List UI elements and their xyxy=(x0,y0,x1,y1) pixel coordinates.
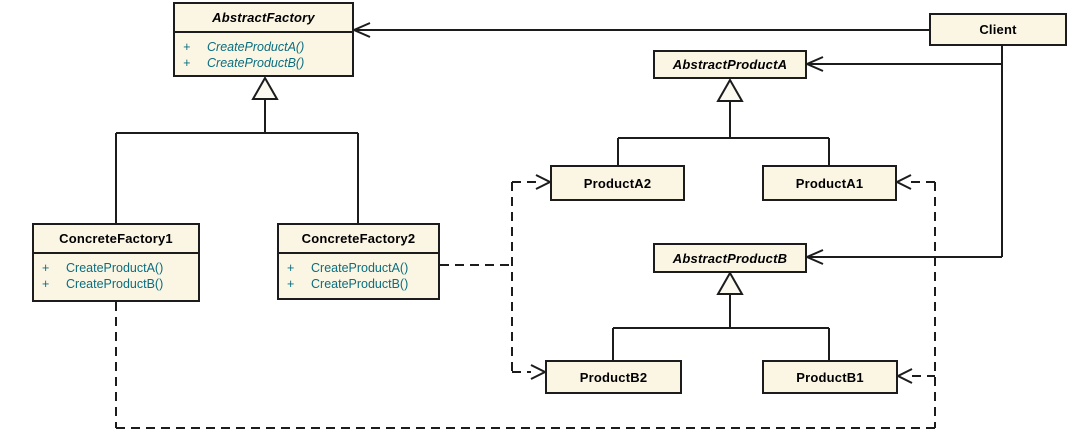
association-client-abstractfactory xyxy=(351,22,929,38)
class-box-producta1: ProductA1 xyxy=(762,165,897,201)
class-name: AbstractFactory xyxy=(175,4,352,33)
generalization-factories xyxy=(115,99,359,223)
class-name: ProductA2 xyxy=(583,175,652,191)
association-client-abstractproductb xyxy=(804,249,1002,265)
class-box-concretefactory1: ConcreteFactory1 + CreateProductA() + Cr… xyxy=(32,223,200,302)
class-box-abstractproducta: AbstractProductA xyxy=(653,50,807,79)
method-createproductb: + CreateProductB() xyxy=(183,56,305,70)
class-box-productb1: ProductB1 xyxy=(762,360,898,394)
class-box-producta2: ProductA2 xyxy=(550,165,685,201)
class-box-abstractproductb: AbstractProductB xyxy=(653,243,807,273)
method-createproducta: + CreateProductA() xyxy=(183,40,305,54)
open-arrowhead-icon xyxy=(530,364,548,380)
hollow-triangle-icon xyxy=(716,270,744,295)
open-arrowhead-icon xyxy=(804,56,824,72)
method-compartment: + CreateProductA() + CreateProductB() xyxy=(34,254,198,296)
class-box-abstractfactory: AbstractFactory + CreateProductA() + Cre… xyxy=(173,2,354,77)
association-client-abstractproducta xyxy=(804,56,1002,72)
class-name: AbstractProductA xyxy=(672,57,788,72)
method-createproductb: + CreateProductB() xyxy=(287,277,409,291)
class-name: ConcreteFactory1 xyxy=(34,225,198,254)
open-arrowhead-icon xyxy=(895,368,913,384)
open-arrowhead-icon xyxy=(804,249,824,265)
generalization-products-b xyxy=(612,294,830,360)
method-createproductb: + CreateProductB() xyxy=(42,277,164,291)
method-createproducta: + CreateProductA() xyxy=(42,261,164,275)
class-name: ConcreteFactory2 xyxy=(279,225,438,254)
class-name: ProductB2 xyxy=(579,369,648,385)
dependency-concretefactory2 xyxy=(440,181,536,373)
class-box-productb2: ProductB2 xyxy=(545,360,682,394)
method-compartment: + CreateProductA() + CreateProductB() xyxy=(279,254,438,296)
hollow-triangle-icon xyxy=(716,77,744,102)
method-createproducta: + CreateProductA() xyxy=(287,261,409,275)
class-name: Client xyxy=(979,22,1017,37)
open-arrowhead-icon xyxy=(894,174,912,190)
class-name: AbstractProductB xyxy=(672,250,788,266)
generalization-products-a xyxy=(617,101,830,165)
hollow-triangle-icon xyxy=(251,75,279,100)
dependency-concretefactory1 xyxy=(115,181,936,429)
method-compartment: + CreateProductA() + CreateProductB() xyxy=(175,33,352,75)
open-arrowhead-icon xyxy=(535,174,553,190)
class-box-concretefactory2: ConcreteFactory2 + CreateProductA() + Cr… xyxy=(277,223,440,300)
class-name: ProductA1 xyxy=(795,175,864,191)
class-name: ProductB1 xyxy=(796,369,864,385)
class-box-client: Client xyxy=(929,13,1067,46)
open-arrowhead-icon xyxy=(351,22,371,38)
